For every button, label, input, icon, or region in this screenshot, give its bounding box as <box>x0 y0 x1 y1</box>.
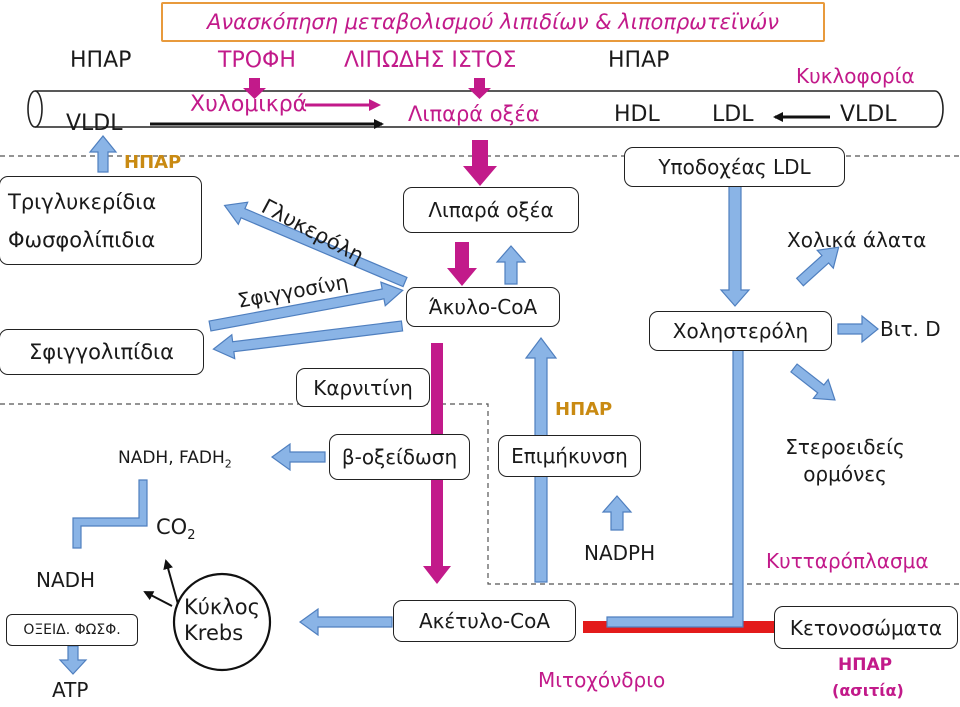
sphingolipids-box: Σφιγγολιπίδια <box>0 329 204 375</box>
nadph-label: NADPH <box>584 541 656 565</box>
liver-fasting-label-1: ΗΠΑΡ <box>838 655 893 675</box>
elongation-label: Επιμήκυνση <box>511 444 628 468</box>
arrow-ldlrec-to-chol <box>719 185 751 307</box>
co2-label: CO2 <box>156 515 196 544</box>
nadh-fadh2-label: NADH, FADH2 <box>118 448 232 471</box>
arrow-chol-to-steroids <box>790 363 836 401</box>
acyl-coa-label: Άκυλο-CoA <box>428 295 538 319</box>
arrow-sphingosine-to-acyl <box>208 281 404 332</box>
blood-vessel <box>27 90 944 128</box>
lipid-synthesis-box: Τριγλυκερίδια Φωσφολίπιδια <box>0 176 202 265</box>
arrow-food-down <box>243 78 266 99</box>
vessel-vldl-right: VLDL <box>840 102 897 127</box>
page-title: Ανασκόπηση μεταβολισμού λιπιδίων & λιποπ… <box>206 9 780 34</box>
acyl-coa-box: Άκυλο-CoA <box>406 287 560 327</box>
arrow-acetyl-to-krebs <box>298 607 393 637</box>
vit-d-label: Βιτ. D <box>880 317 941 341</box>
vessel-vldl-left: VLDL <box>66 111 123 136</box>
mitochondrion-label: Μιτοχόνδριο <box>538 668 666 692</box>
nadh-fadh2-text: NADH, FADH <box>118 448 225 468</box>
beta-oxidation-label: β-οξείδωση <box>341 445 458 469</box>
cholesterol-box: Χοληστερόλη <box>649 311 832 351</box>
arrow-fa-to-acyl <box>447 242 477 286</box>
carnitine-label: Καρνιτίνη <box>313 375 413 400</box>
arrow-fa-to-liver <box>463 140 497 186</box>
krebs-cycle-circle <box>172 572 272 672</box>
elongation-box: Επιμήκυνση <box>498 435 641 477</box>
sphingolipids-label: Σφιγγολιπίδια <box>28 340 174 364</box>
liver-mito-label: ΗΠΑΡ <box>555 399 613 420</box>
co2-text: CO <box>156 515 188 539</box>
arrow-chol-to-bile <box>795 246 840 287</box>
bile-salts-label: Χολικά άλατα <box>787 228 927 252</box>
title-frame: Ανασκόπηση μεταβολισμού λιπιδίων & λιποπ… <box>161 2 825 42</box>
carnitine-box: Καρνιτίνη <box>296 368 430 407</box>
nadh-label: NADH <box>36 568 96 592</box>
fadh2-subscript: 2 <box>224 457 232 471</box>
circulation-label: Κυκλοφορία <box>796 64 915 88</box>
arrow-liver-vldl-up <box>88 135 118 173</box>
arrow-krebs-nadh <box>143 591 173 607</box>
chylomicrons-label: Χυλομικρά <box>190 92 308 117</box>
acetyl-coa-box: Ακέτυλο-CoA <box>393 600 576 642</box>
liver-right-label: ΗΠΑΡ <box>608 48 670 73</box>
triglycerides-label: Τριγλυκερίδια <box>8 189 157 214</box>
steroid-hormones-label: Στεροειδείς ορμόνες <box>785 435 905 486</box>
arrow-beta-to-nadh <box>270 442 326 472</box>
vessel-hdl: HDL <box>614 102 660 127</box>
oxphos-label: ΟΞΕΙΔ. ΦΩΣΦ. <box>23 622 121 638</box>
liver-fasting-label-2: (ασιτία) <box>832 681 904 700</box>
cytoplasm-label: Κυτταρόπλασμα <box>766 549 929 573</box>
cholesterol-label: Χοληστερόλη <box>672 319 809 343</box>
fatty-acids-box: Λιπαρά οξέα <box>403 187 579 233</box>
vessel-ldl: LDL <box>712 102 754 127</box>
atp-label: ATP <box>52 678 89 702</box>
acetyl-coa-label: Ακέτυλο-CoA <box>418 609 551 633</box>
ketone-bodies-label: Κετονοσώματα <box>789 615 943 640</box>
adipose-label: ΛΙΠΩΔΗΣ ΙΣΤΟΣ <box>344 48 517 73</box>
liver-left-label: ΗΠΑΡ <box>70 48 132 73</box>
vessel-fatty-acids: Λιπαρά οξέα <box>408 102 540 126</box>
arrow-acyl-to-glycerol <box>223 201 408 288</box>
arrow-acyl-to-sphingolipids <box>212 320 404 360</box>
oxphos-box: ΟΞΕΙΔ. ΦΩΣΦ. <box>6 614 138 646</box>
arrow-chol-to-vitd <box>837 314 879 344</box>
beta-oxidation-box: β-οξείδωση <box>329 434 470 480</box>
arrow-oxphos-to-atp <box>58 645 88 675</box>
arrow-krebs-co2 <box>163 559 179 605</box>
food-label: ΤΡΟΦΗ <box>218 48 296 73</box>
arrow-adipose-down <box>468 78 491 99</box>
arrow-nadh-fadh-to-oxphos <box>72 479 148 549</box>
dashed-boundary-mito <box>0 403 960 585</box>
phospholipids-label: Φωσφολίπιδια <box>8 227 156 252</box>
fatty-acids-label: Λιπαρά οξέα <box>428 198 554 222</box>
ketone-bodies-box: Κετονοσώματα <box>774 606 958 649</box>
arrow-acyl-to-fa-up <box>495 245 527 285</box>
co2-subscript: 2 <box>187 528 196 544</box>
liver-section-label: ΗΠΑΡ <box>124 152 182 173</box>
arrow-nadph-up <box>601 495 633 531</box>
krebs-cycle-label: Κύκλος Krebs <box>184 595 260 646</box>
arrow-chol-to-ketone <box>606 349 744 628</box>
ldl-receptor-label: Υποδοχέας LDL <box>658 155 811 179</box>
ldl-receptor-box: Υποδοχέας LDL <box>624 147 845 187</box>
